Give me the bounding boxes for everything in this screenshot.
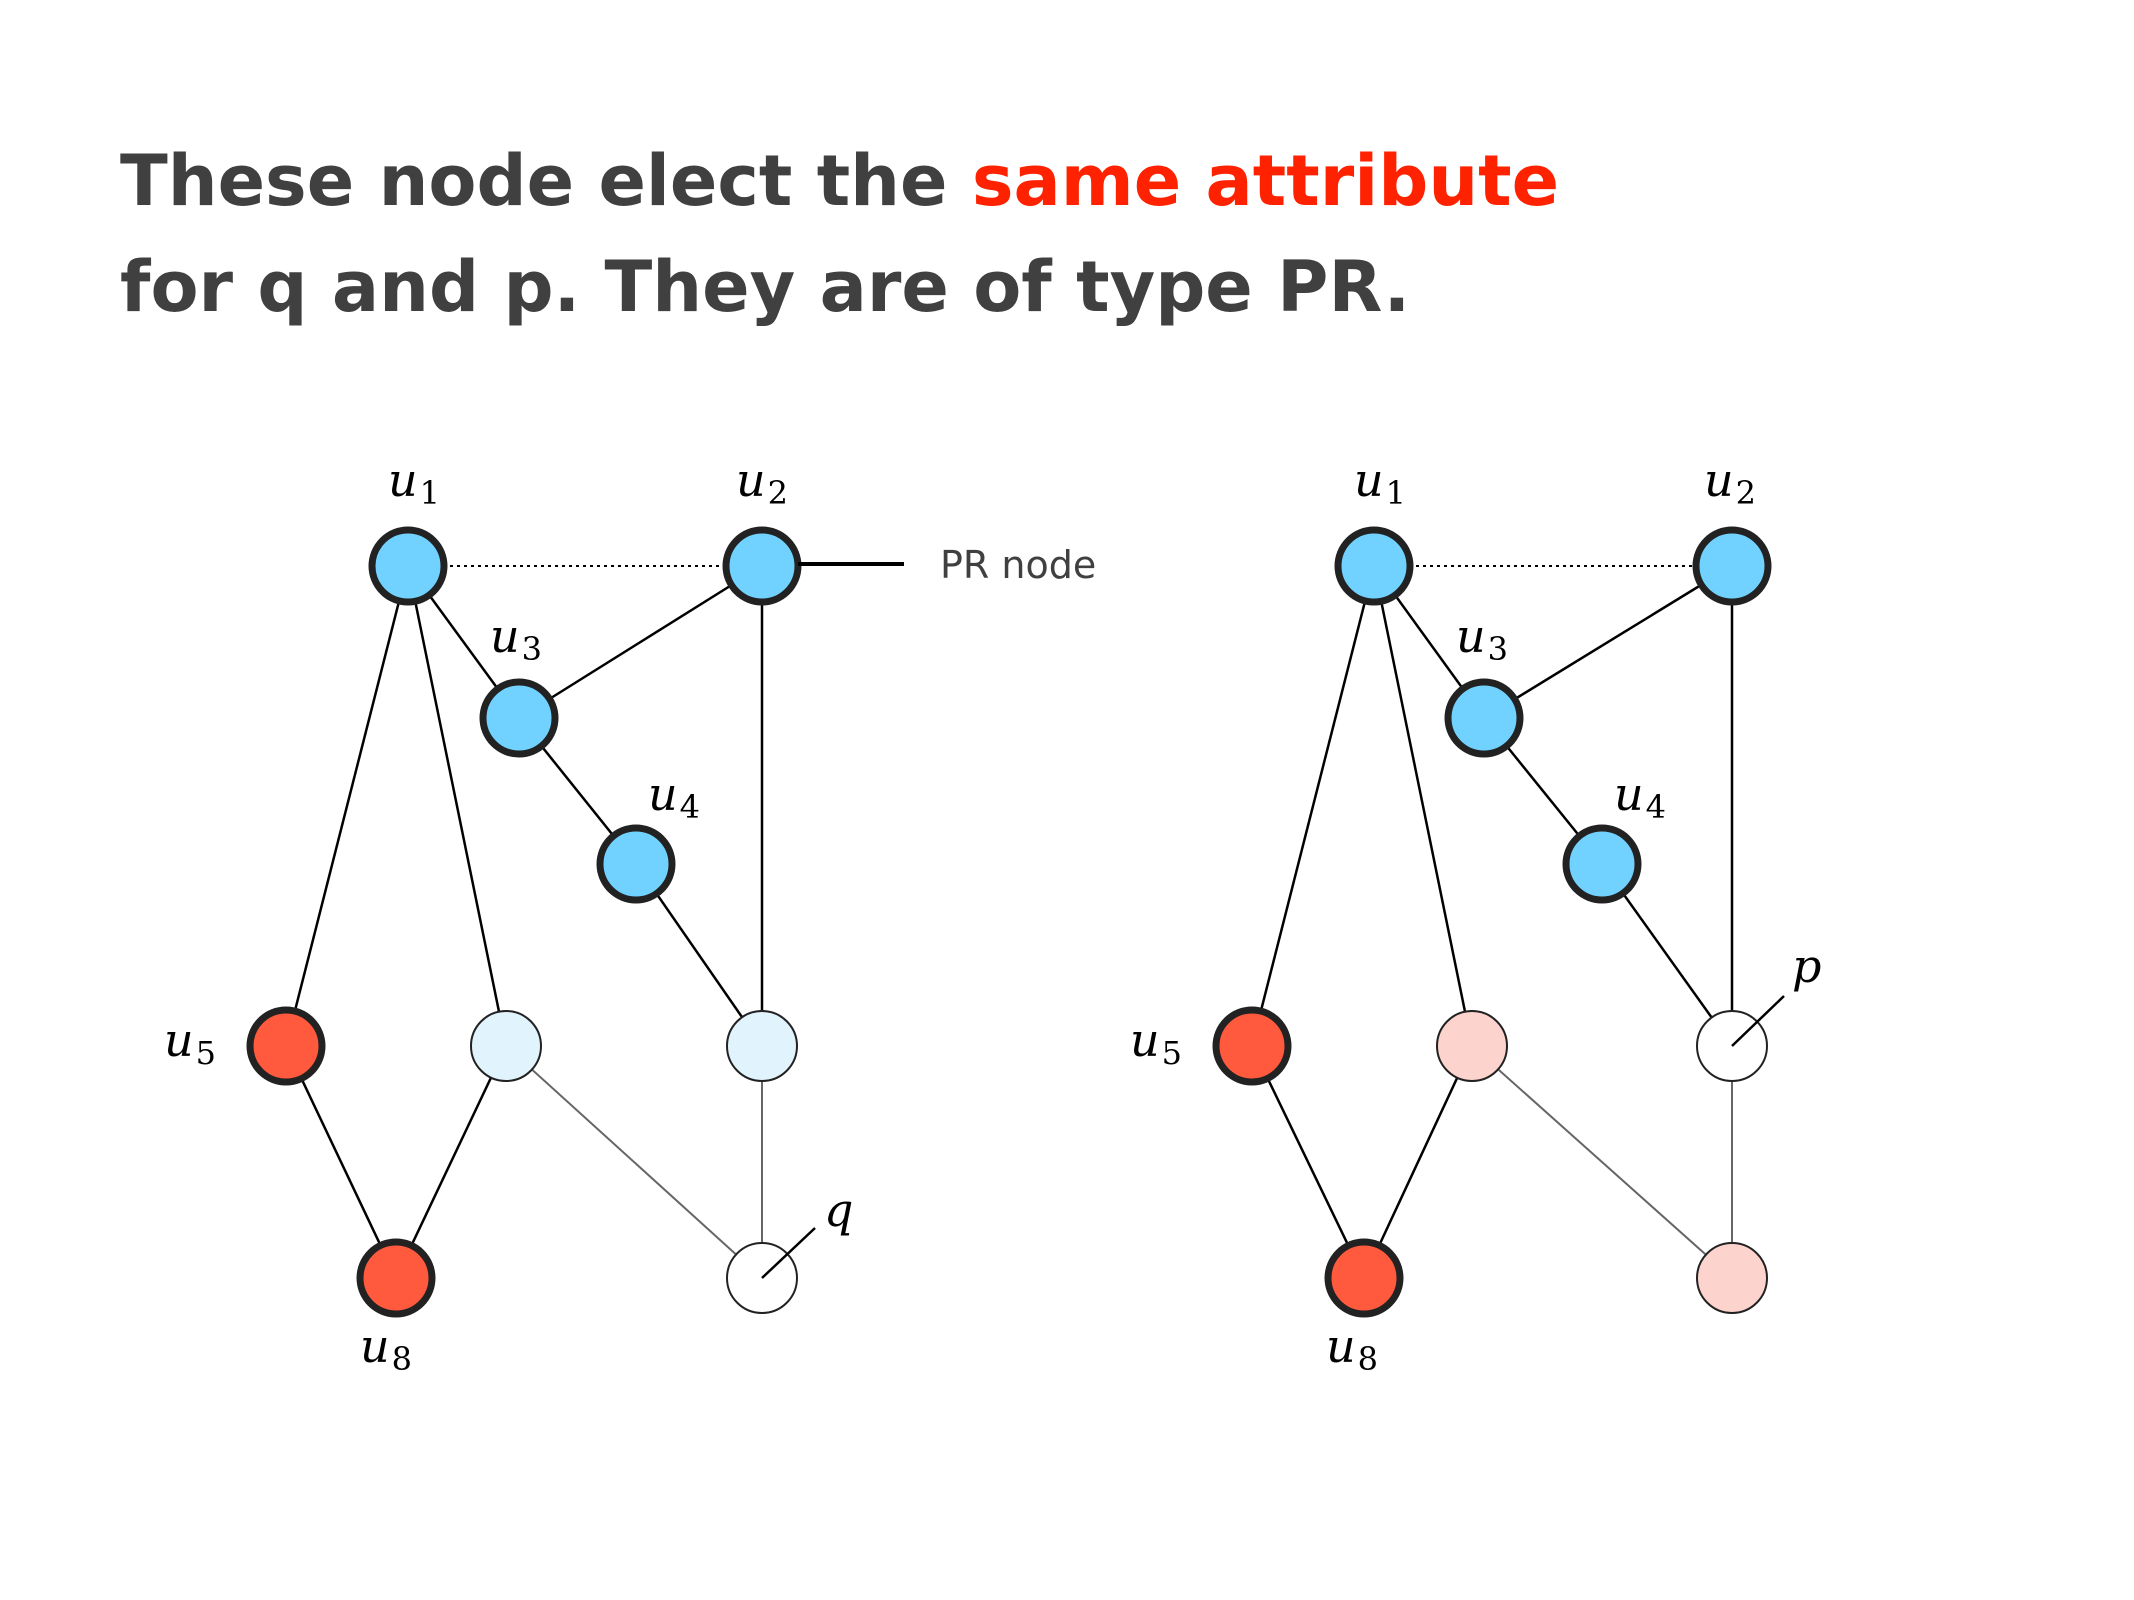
node-mid-1	[470, 1010, 542, 1082]
label-u2: u2	[1704, 453, 1756, 512]
heading-highlight: same attribute	[971, 140, 1560, 222]
node-mid-2	[726, 1010, 798, 1082]
node-u3	[479, 678, 559, 758]
edge-m1-q	[505, 1045, 763, 1279]
label-u2: u2	[736, 453, 788, 512]
label-u1: u1	[388, 453, 440, 512]
heading-line2: for q and p. They are of type PR.	[120, 246, 1411, 328]
label-u4: u4	[1614, 767, 1666, 826]
edge-m1-u8	[394, 1045, 508, 1279]
node-u4	[1562, 824, 1642, 904]
node-mid-1	[1436, 1010, 1508, 1082]
p-label: p	[1792, 939, 1821, 993]
edge-u1-u5	[1250, 565, 1376, 1047]
node-u5	[1212, 1006, 1292, 1086]
edge-u2-u3	[518, 564, 763, 720]
label-u5: u5	[1130, 1013, 1182, 1072]
node-u3	[1444, 678, 1524, 758]
edge-u1-m1	[406, 565, 508, 1047]
edge-u1-u5	[284, 565, 410, 1047]
label-u4: u4	[648, 767, 700, 826]
left-edges	[284, 564, 764, 1279]
node-u2	[1692, 526, 1772, 606]
right-graph: p u1 u2 u3 u4 u5 u8	[1130, 453, 1821, 1378]
node-u4	[596, 824, 676, 904]
node-u2	[722, 526, 802, 606]
edge-m1-m3	[1471, 1045, 1733, 1279]
node-u5	[246, 1006, 326, 1086]
label-u3: u3	[490, 609, 542, 668]
node-u1	[368, 526, 448, 606]
right-edges	[1250, 564, 1734, 1279]
node-mid-3	[1696, 1242, 1768, 1314]
node-u1	[1334, 526, 1414, 606]
label-u8: u8	[1326, 1319, 1378, 1378]
slide-heading: These node elect the same attribute for q…	[120, 128, 1559, 340]
edge-m1-u8	[1362, 1045, 1474, 1279]
edge-u2-u3	[1483, 564, 1733, 720]
label-u3: u3	[1456, 609, 1508, 668]
q-pointer	[761, 1227, 816, 1279]
left-node-labels: u1 u2 u3 u4 u5 u8	[164, 453, 788, 1378]
callout-label: PR node	[940, 543, 1096, 587]
label-u8: u8	[360, 1319, 412, 1378]
label-u5: u5	[164, 1013, 216, 1072]
node-u8	[1324, 1238, 1404, 1318]
pr-node-callout: PR node	[798, 543, 1096, 587]
q-label: q	[824, 1183, 853, 1237]
right-node-labels: u1 u2 u3 u4 u5 u8	[1130, 453, 1756, 1378]
heading-line1-prefix: These node elect the	[120, 140, 972, 222]
edge-u5-u8	[284, 1045, 398, 1279]
label-u1: u1	[1354, 453, 1406, 512]
left-nodes	[246, 526, 802, 1318]
p-pointer	[1731, 995, 1785, 1047]
edge-u1-m1	[1372, 565, 1474, 1047]
edge-u5-u8	[1250, 1045, 1366, 1279]
node-u8	[356, 1238, 436, 1318]
left-graph: q u1 u2 u3 u4 u5 u8 PR node	[164, 453, 1096, 1378]
